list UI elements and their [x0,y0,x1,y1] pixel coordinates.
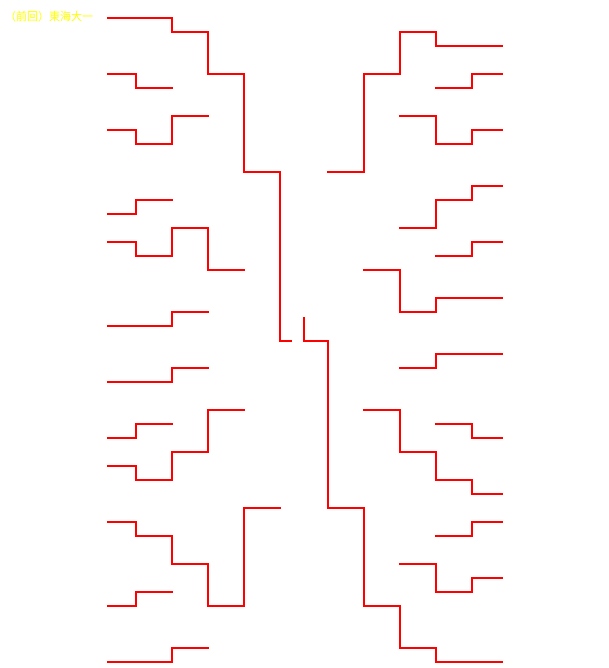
previous-winner-label: （前回）東海大一 [5,10,93,23]
bracket-line [435,521,503,537]
bracket-line [107,17,292,342]
bracket-line [107,409,245,481]
bracket-line [399,185,503,229]
bracket-line [399,353,503,369]
bracket-line [363,409,503,495]
bracket-line [399,115,503,145]
bracket-line [435,423,503,439]
bracket-line [327,31,503,173]
bracket-line [107,227,245,271]
bracket-line [107,423,173,439]
bracket-line [107,115,209,145]
bracket-line [435,73,503,89]
bracket-line [435,241,503,257]
bracket-line [107,199,173,215]
bracket-line [107,591,173,607]
bracket-line [107,311,209,327]
bracket-line [107,647,209,663]
bracket-line [107,367,209,383]
bracket-line [107,73,173,89]
bracket-line [363,269,503,313]
bracket-line [107,507,281,607]
bracket-line [399,563,503,593]
bracket-line [303,317,503,663]
